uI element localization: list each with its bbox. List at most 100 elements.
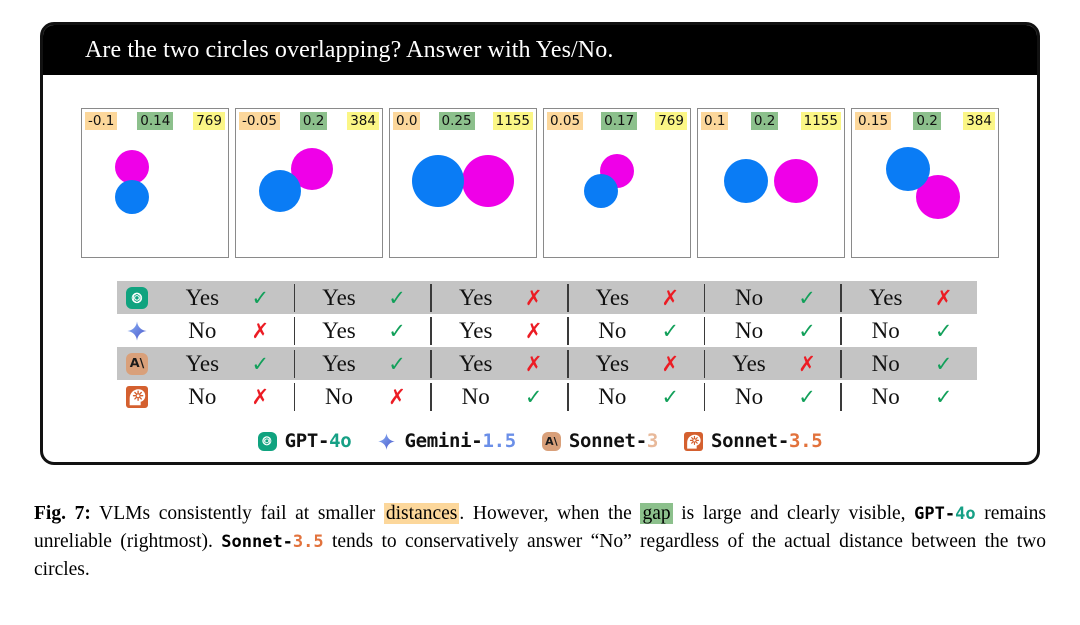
gap-tag: 0.2 xyxy=(299,112,328,130)
resolution-tag: 1155 xyxy=(800,112,841,130)
result-cell: No ✓ xyxy=(840,382,977,411)
caption-text-4: remains unreliable (rightmost). xyxy=(34,503,1046,552)
answer-text: Yes xyxy=(322,317,356,343)
sonnet35-icon xyxy=(126,385,148,408)
correct-icon: ✓ xyxy=(251,285,270,310)
result-cell: Yes ✗ xyxy=(430,349,567,378)
gap-tag: 0.14 xyxy=(137,112,174,130)
table-row: Yes✓Yes✓Yes✗Yes✗No✓Yes✗ xyxy=(117,281,977,314)
answer-text: Yes xyxy=(595,350,630,376)
legend-label: Sonnet-3.5 xyxy=(710,430,823,452)
answer-text: Yes xyxy=(458,350,493,376)
answer-text: No xyxy=(188,383,217,409)
distance-tag: 0.0 xyxy=(393,112,421,130)
gpt-icon xyxy=(257,431,277,451)
panel-tags: 0.1 0.2 1155 xyxy=(701,112,841,131)
distance-tag: -0.1 xyxy=(85,112,118,130)
result-cell: Yes✓ xyxy=(293,283,431,312)
answer-text: Yes xyxy=(595,284,630,310)
distance-tag: 0.15 xyxy=(855,112,892,130)
caption-text-1: VLMs consistently fail at smaller xyxy=(90,503,384,524)
correct-icon: ✓ xyxy=(388,318,406,343)
table-row: A\Yes✓Yes✓Yes✗Yes✗Yes✗No✓ xyxy=(117,347,977,380)
blue-circle xyxy=(115,180,149,214)
result-cell: No ✓ xyxy=(703,382,841,411)
gap-tag: 0.2 xyxy=(750,112,779,130)
caption-model-gpt: GPT-4o xyxy=(914,504,976,524)
gemini-icon xyxy=(126,320,148,342)
correct-icon: ✓ xyxy=(798,384,816,409)
incorrect-icon: ✗ xyxy=(798,351,816,376)
correct-icon: ✓ xyxy=(798,318,816,343)
answer-text: Yes xyxy=(185,284,220,310)
caption-highlight-distances: distances xyxy=(383,503,460,524)
incorrect-icon: ✗ xyxy=(524,318,543,343)
result-cell: No✓ xyxy=(840,349,977,378)
incorrect-icon: ✗ xyxy=(524,285,543,310)
resolution-tag: 384 xyxy=(347,112,379,130)
results-table: Yes✓Yes✓Yes✗Yes✗No✓Yes✗No✗Yes✓Yes✗No✓No✓… xyxy=(117,281,977,413)
answer-text: No xyxy=(734,383,764,409)
result-cell: Yes✗ xyxy=(567,349,704,378)
result-cell: No✓ xyxy=(567,382,704,411)
distance-tag: 0.1 xyxy=(701,112,729,130)
model-legend: GPT-4o Gemini-1.5 A\ Sonnet-3 Sonnet-3.5 xyxy=(43,423,1037,459)
answer-text: Yes xyxy=(458,284,493,310)
correct-icon: ✓ xyxy=(798,285,816,310)
blue-circle xyxy=(412,155,464,207)
correct-icon: ✓ xyxy=(388,351,406,376)
blue-circle xyxy=(886,147,930,191)
magenta-circle xyxy=(115,150,149,184)
answer-text: No xyxy=(324,383,354,409)
model-icon-cell xyxy=(117,286,157,309)
result-cell: Yes ✗ xyxy=(430,283,567,312)
table-row: No✗No✗No✓No✓No✓No✓ xyxy=(117,380,977,413)
magenta-circle xyxy=(462,155,514,207)
resolution-tag: 384 xyxy=(963,112,995,130)
sonnet3-icon: A\ xyxy=(541,431,561,451)
model-icon-cell xyxy=(117,385,157,408)
caption-label: Fig. 7: xyxy=(34,503,91,524)
answer-text: Yes xyxy=(458,317,493,343)
correct-icon: ✓ xyxy=(251,351,270,376)
caption-text-2: . However, when the xyxy=(459,503,641,524)
result-cell: No✗ xyxy=(293,382,431,411)
result-cell: Yes✗ xyxy=(567,283,704,312)
answer-text: No xyxy=(598,317,627,343)
legend-item: GPT-4o xyxy=(257,430,352,452)
figure-question-bar: Are the two circles overlapping? Answer … xyxy=(43,25,1037,75)
legend-item: Gemini-1.5 xyxy=(377,430,516,452)
panel-tags: -0.1 0.14 769 xyxy=(85,112,225,131)
correct-icon: ✓ xyxy=(661,318,680,343)
sonnet35-icon xyxy=(683,431,703,451)
legend-item: A\ Sonnet-3 xyxy=(541,430,658,452)
stimulus-panel-1: -0.1 0.14 769 xyxy=(81,108,229,258)
incorrect-icon: ✗ xyxy=(251,318,270,343)
correct-icon: ✓ xyxy=(934,384,953,409)
answer-text: Yes xyxy=(185,350,220,376)
incorrect-icon: ✗ xyxy=(524,351,543,376)
answer-text: No xyxy=(188,317,217,343)
magenta-circle xyxy=(774,159,818,203)
distance-tag: 0.05 xyxy=(547,112,584,130)
stimulus-panel-6: 0.15 0.2 384 xyxy=(851,108,999,258)
gap-tag: 0.2 xyxy=(913,112,941,130)
incorrect-icon: ✗ xyxy=(251,384,270,409)
result-cell: No✓ xyxy=(840,316,977,345)
caption-text-3: is large and clearly visible, xyxy=(672,503,915,524)
result-cell: Yes✓ xyxy=(293,349,431,378)
answer-text: No xyxy=(871,383,900,409)
table-row: No✗Yes✓Yes✗No✓No✓No✓ xyxy=(117,314,977,347)
legend-label: Sonnet-3 xyxy=(568,430,658,452)
resolution-tag: 769 xyxy=(193,112,225,130)
caption-text-5: tends to conservatively answer “No” rega… xyxy=(34,531,1047,580)
panel-tags: 0.15 0.2 384 xyxy=(855,112,995,131)
